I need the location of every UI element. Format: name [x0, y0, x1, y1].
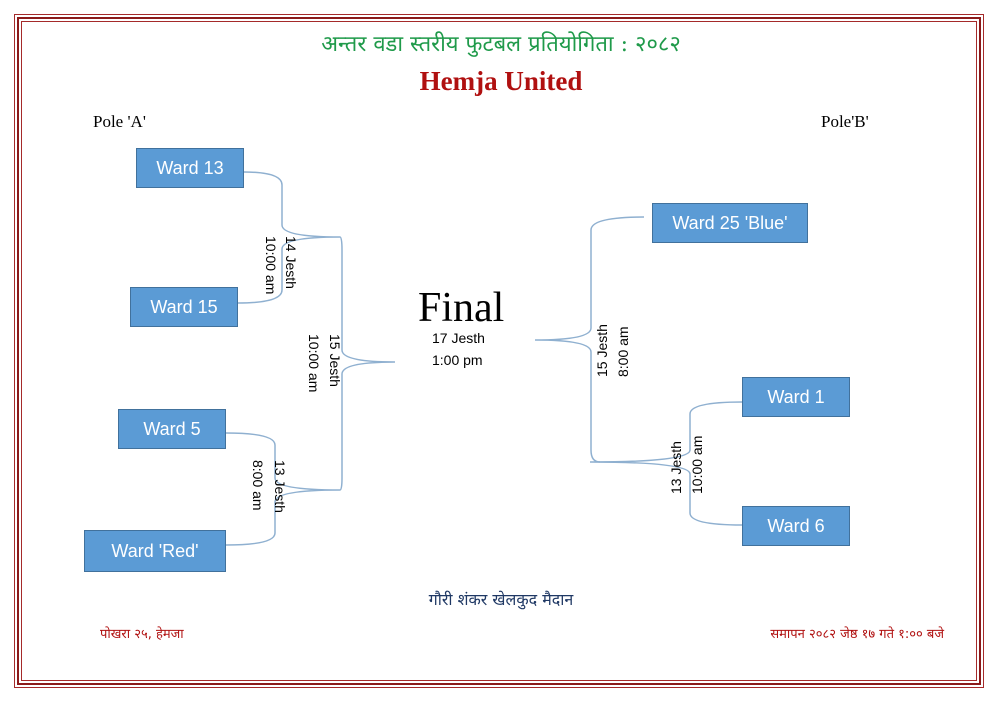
match-2-date: 13 Jesth: [272, 460, 288, 513]
match-2-time: 8:00 am: [250, 460, 266, 511]
location: पोखरा २५, हेमजा: [100, 627, 184, 642]
page-border-inner: [21, 21, 977, 681]
team-ward-1: Ward 1: [742, 377, 850, 417]
brace-m5: [534, 216, 645, 463]
team-ward-5: Ward 5: [118, 409, 226, 449]
page-border-outer: [14, 14, 984, 688]
tournament-title: अन्तर वडा स्तरीय फुटबल प्रतियोगिता : २०८…: [321, 32, 681, 57]
team-ward-red: Ward 'Red': [84, 530, 226, 572]
final-time: 1:00 pm: [432, 352, 483, 368]
team-ward-13: Ward 13: [136, 148, 244, 188]
final-label: Final: [418, 285, 505, 331]
pole-a-label: Pole 'A': [93, 112, 146, 131]
match-4-time: 10:00 am: [689, 435, 705, 494]
team-ward-25-blue: Ward 25 'Blue': [652, 203, 808, 243]
venue: गौरी शंकर खेलकुद मैदान: [428, 590, 574, 609]
team-ward-6: Ward 6: [742, 506, 850, 546]
match-1-time: 10:00 am: [263, 236, 279, 295]
closing-info: समापन २०८२ जेष्ठ १७ गते १:०० बजे: [770, 627, 944, 642]
match-4-date: 13 Jesth: [668, 441, 684, 494]
pole-b-label: Pole'B': [821, 112, 869, 131]
match-3-date: 15 Jesth: [327, 334, 343, 387]
match-5-time: 8:00 am: [615, 326, 631, 377]
organizer-title: Hemja United: [419, 66, 583, 96]
match-3-time: 10:00 am: [306, 334, 322, 393]
match-1-date: 14 Jesth: [283, 236, 299, 289]
page-border-middle: [17, 17, 981, 685]
final-date: 17 Jesth: [432, 330, 485, 346]
match-5-date: 15 Jesth: [594, 324, 610, 377]
brace-m4: [589, 401, 743, 526]
brace-m3: [339, 236, 396, 491]
team-ward-15: Ward 15: [130, 287, 238, 327]
